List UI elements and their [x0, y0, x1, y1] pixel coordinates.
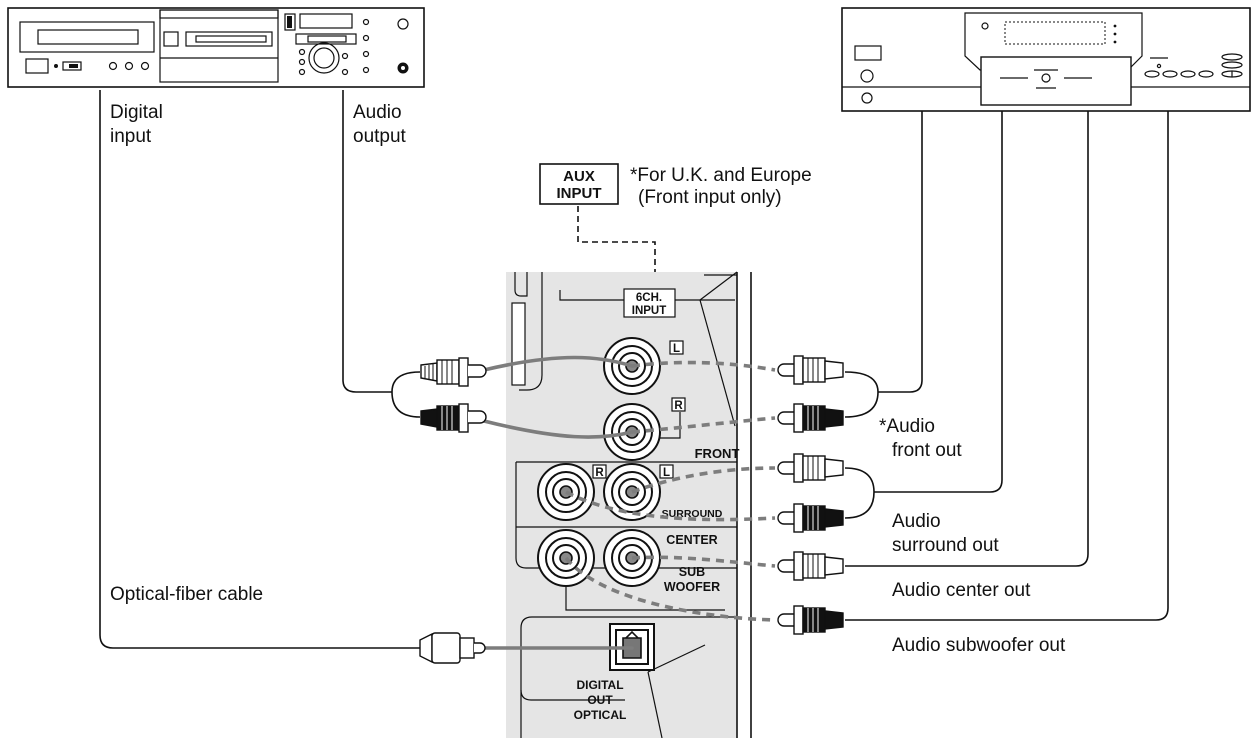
center-label: CENTER — [666, 533, 717, 547]
plug-center — [777, 551, 844, 581]
jack-l-label: L — [673, 343, 680, 355]
digital-out-label-2: OUT — [587, 693, 613, 707]
subwoofer-label-2: WOOFER — [664, 580, 720, 594]
digital-input-label-2: input — [110, 126, 152, 147]
audio-front-out-2: front out — [892, 440, 962, 461]
plug-subwoofer — [777, 605, 844, 635]
six-ch-label-1: 6CH. — [636, 292, 662, 304]
plug-surround-l — [777, 453, 844, 483]
jack-r-label: R — [674, 400, 683, 412]
optical-plug — [419, 632, 486, 664]
gray-cables — [482, 355, 776, 650]
recorder-device — [7, 7, 425, 88]
audio-surround-out-2: surround out — [892, 535, 999, 556]
subwoofer-label-1: SUB — [679, 565, 705, 579]
aux-input-box: AUX INPUT — [539, 163, 619, 205]
plug-front-r — [777, 403, 844, 433]
six-ch-label-2: INPUT — [632, 305, 667, 317]
digital-out-label-1: DIGITAL — [576, 678, 623, 692]
black-wires — [99, 90, 1169, 649]
audio-output-label-2: output — [353, 126, 407, 147]
audio-subwoofer-out: Audio subwoofer out — [892, 635, 1066, 656]
surround-l-label: L — [663, 467, 670, 479]
optical-cable-label: Optical-fiber cable — [110, 584, 263, 605]
digital-input-label-1: Digital — [110, 102, 163, 123]
aux-note-1: *For U.K. and Europe — [630, 165, 812, 186]
plug-left-black — [420, 403, 487, 433]
audio-center-out: Audio center out — [892, 580, 1031, 601]
surround-r-label: R — [595, 467, 604, 479]
aux-note-2: (Front input only) — [638, 187, 782, 208]
audio-output-label-1: Audio — [353, 102, 402, 123]
plug-left-white — [420, 357, 487, 387]
plug-surround-r — [777, 503, 844, 533]
aux-label-2: INPUT — [557, 185, 602, 202]
audio-front-out-1: *Audio — [879, 416, 935, 437]
player-device — [841, 7, 1251, 112]
audio-surround-out-1: Audio — [892, 511, 941, 532]
aux-label-1: AUX — [563, 168, 595, 185]
front-label: FRONT — [695, 446, 740, 461]
aux-dashed-link — [577, 206, 656, 290]
plug-front-l — [777, 355, 844, 385]
digital-out-label-3: OPTICAL — [574, 708, 627, 722]
